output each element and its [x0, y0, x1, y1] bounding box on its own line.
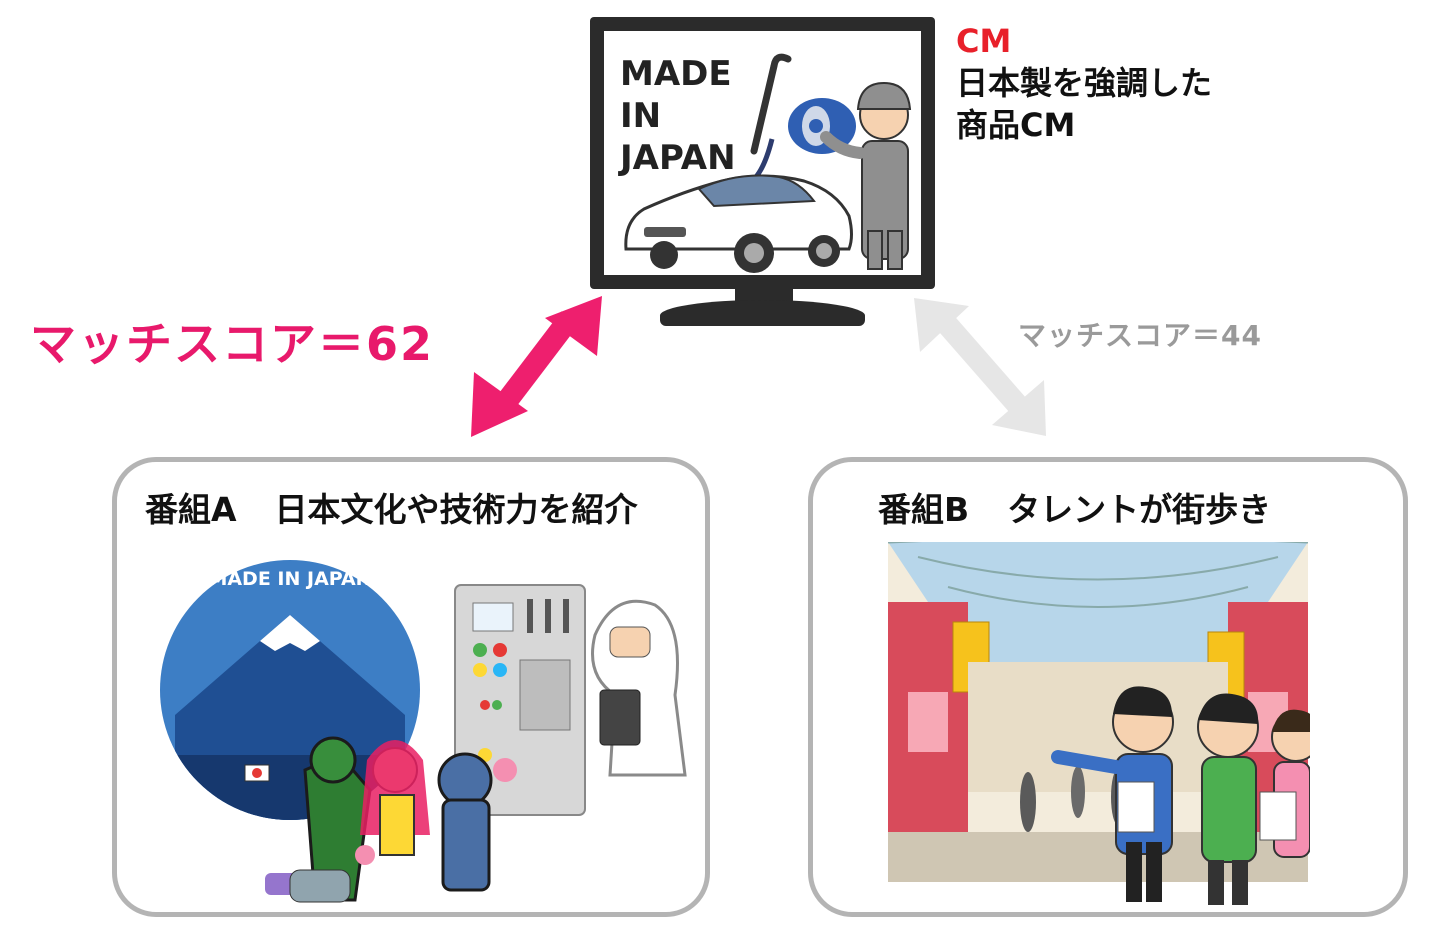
- program-b-illustration: [888, 542, 1310, 912]
- program-b-title: 番組B タレントが街歩き: [878, 483, 1271, 531]
- program-b-description: タレントが街歩き: [1007, 490, 1271, 529]
- program-b-name: 番組B: [878, 490, 969, 529]
- match-score-high: マッチスコア＝62: [30, 308, 434, 374]
- cleanroom-worker-icon: [593, 601, 686, 775]
- program-a-title: 番組A 日本文化や技術力を紹介: [145, 483, 638, 531]
- match-score-low: マッチスコア＝44: [1018, 314, 1262, 354]
- match-arrow-high: [471, 296, 602, 437]
- program-a-name: 番組A: [145, 490, 237, 529]
- made-in-japan-badge: MADE IN JAPAN: [208, 568, 371, 590]
- program-a-description: 日本文化や技術力を紹介: [275, 490, 638, 529]
- program-a-illustration: MADE IN JAPAN: [155, 555, 695, 910]
